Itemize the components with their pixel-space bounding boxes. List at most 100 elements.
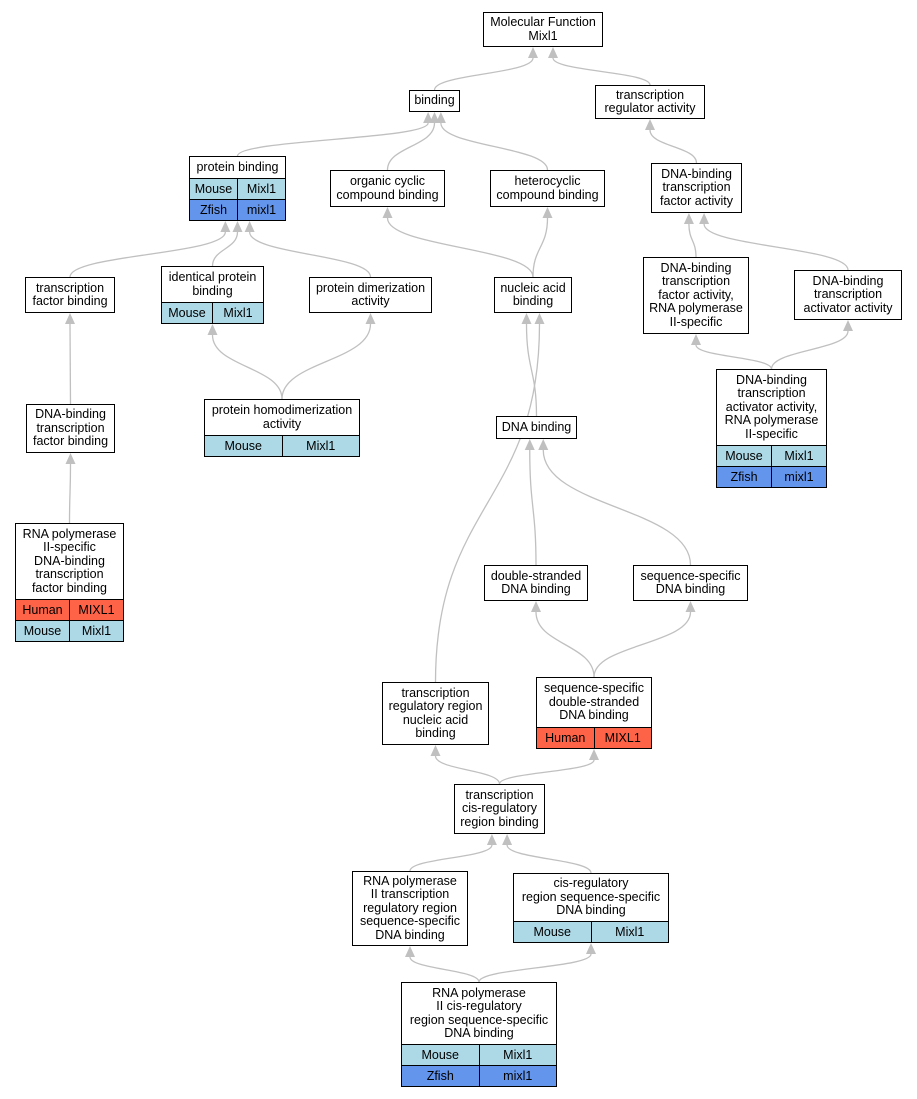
edge-pb-to-binding bbox=[236, 122, 429, 157]
arrowhead bbox=[232, 221, 243, 232]
arrowhead bbox=[502, 834, 513, 845]
gene-cell[interactable]: MIXL1 bbox=[593, 728, 652, 748]
gene-cell[interactable]: Mixl1 bbox=[478, 1045, 557, 1065]
node-dna-binding-transcription-factor-activity[interactable]: DNA-binding transcription factor activit… bbox=[651, 163, 742, 213]
node-double-stranded-dna-binding[interactable]: double-stranded DNA binding bbox=[484, 565, 588, 601]
arrowhead bbox=[405, 946, 415, 957]
arrowhead bbox=[534, 313, 545, 324]
node-label: transcription factor binding bbox=[32, 280, 108, 308]
edge-dbtfa-to-tra bbox=[649, 129, 698, 164]
node-rnap2-cis-regulatory-region-binding[interactable]: RNA polymerase II cis-regulatory region … bbox=[401, 982, 557, 1087]
gene-cell[interactable]: Mixl1 bbox=[69, 621, 123, 641]
edge-crrssdb-to-tcrrb bbox=[506, 844, 592, 874]
node-organic-cyclic-compound-binding[interactable]: organic cyclic compound binding bbox=[330, 170, 445, 207]
species-cell: Mouse bbox=[23, 624, 62, 638]
edge-occb-to-binding bbox=[386, 122, 436, 171]
node-transcription-regulator-activity[interactable]: transcription regulator activity bbox=[595, 85, 705, 119]
node-label: protein binding bbox=[196, 159, 279, 174]
node-nucleic-acid-binding[interactable]: nucleic acid binding bbox=[494, 277, 572, 313]
gene-cell[interactable]: Mixl1 bbox=[212, 303, 263, 323]
node-label: RNA polymerase II cis-regulatory region … bbox=[409, 985, 549, 1040]
gene-cell[interactable]: Mixl1 bbox=[771, 446, 826, 466]
node-label: cis-regulatory region sequence-specific … bbox=[521, 876, 661, 918]
gene-cell[interactable]: MIXL1 bbox=[69, 600, 123, 620]
node-label: DNA binding bbox=[501, 419, 572, 434]
edge-rnap-to-dbtfb bbox=[68, 463, 72, 524]
gene-cell[interactable]: Mixl1 bbox=[590, 922, 669, 942]
species-cell: Human bbox=[22, 603, 63, 617]
edge-dbtfa2-to-dbtfa bbox=[688, 223, 697, 258]
arrowhead bbox=[207, 324, 218, 335]
arrowhead bbox=[699, 213, 710, 224]
arrowhead bbox=[683, 213, 694, 224]
arrowhead bbox=[486, 834, 497, 845]
node-dna-binding-transcription-factor-binding[interactable]: DNA-binding transcription factor binding bbox=[26, 404, 115, 453]
node-heterocyclic-compound-binding[interactable]: heterocyclic compound binding bbox=[490, 170, 605, 207]
node-label: nucleic acid binding bbox=[500, 280, 566, 308]
node-transcription-regulatory-region-nucleic-acid-binding[interactable]: transcription regulatory region nucleic … bbox=[382, 682, 489, 745]
node-transcription-factor-binding[interactable]: transcription factor binding bbox=[25, 277, 115, 313]
arrowhead bbox=[548, 47, 558, 58]
node-label: sequence-specific DNA binding bbox=[640, 568, 741, 596]
node-binding[interactable]: binding bbox=[409, 90, 460, 112]
node-rnap2-specific-tf-binding[interactable]: RNA polymerase II-specific DNA-binding t… bbox=[15, 523, 124, 642]
node-sequence-specific-dna-binding[interactable]: sequence-specific DNA binding bbox=[633, 565, 748, 601]
node-cis-regulatory-region-sequence-specific-dna-binding[interactable]: cis-regulatory region sequence-specific … bbox=[513, 873, 669, 943]
gene-cell[interactable]: mixl1 bbox=[771, 467, 826, 487]
edge-rnapcr-to-rnaptr bbox=[409, 956, 480, 983]
edge-dbtaa2-to-dbtfa2 bbox=[695, 344, 773, 370]
arrowhead bbox=[220, 221, 231, 232]
gene-cell[interactable]: Mixl1 bbox=[237, 179, 285, 199]
species-cell: Human bbox=[545, 731, 586, 745]
edge-dbtaa2-to-dbtaa bbox=[770, 330, 849, 370]
species-row: Zfish mixl1 bbox=[190, 199, 285, 220]
arrowhead bbox=[589, 749, 599, 760]
node-molecular-function[interactable]: Molecular Function Mixl1 bbox=[483, 12, 603, 47]
node-label: heterocyclic compound binding bbox=[496, 174, 599, 202]
edge-ssdb-to-dnab bbox=[542, 449, 692, 566]
species-cell: Mouse bbox=[533, 925, 572, 939]
arrowhead bbox=[429, 112, 440, 123]
gene-cell[interactable]: mixl1 bbox=[478, 1066, 557, 1086]
arrowhead bbox=[430, 745, 441, 756]
node-transcription-cis-regulatory-region-binding[interactable]: transcription cis-regulatory region bind… bbox=[454, 784, 545, 834]
arrowhead bbox=[843, 320, 853, 331]
species-row: Zfish mixl1 bbox=[402, 1065, 556, 1086]
edge-phda-to-ipb bbox=[211, 334, 283, 400]
gene-cell[interactable]: mixl1 bbox=[237, 200, 285, 220]
edge-ipb-to-pb bbox=[211, 231, 239, 267]
gene-cell[interactable]: Mixl1 bbox=[281, 436, 360, 456]
arrowhead bbox=[528, 47, 538, 58]
node-dna-binding[interactable]: DNA binding bbox=[496, 416, 577, 439]
species-cell: Mouse bbox=[194, 182, 233, 196]
node-protein-dimerization-activity[interactable]: protein dimerization activity bbox=[309, 277, 432, 313]
node-dna-binding-activator-activity-rnap2[interactable]: DNA-binding transcription activator acti… bbox=[716, 369, 827, 488]
node-label: DNA-binding transcription factor binding bbox=[32, 407, 109, 449]
edge-tcrrb-to-ssdsdb bbox=[498, 759, 595, 785]
arrowhead bbox=[423, 112, 434, 123]
species-cell: Zfish bbox=[199, 203, 228, 217]
node-dna-binding-transcription-activator-activity[interactable]: DNA-binding transcription activator acti… bbox=[794, 270, 902, 320]
node-label: organic cyclic compound binding bbox=[336, 174, 439, 202]
node-label: DNA-binding transcription activator acti… bbox=[724, 372, 819, 441]
node-label: sequence-specific double-stranded DNA bi… bbox=[543, 681, 645, 723]
node-label: DNA-binding transcription factor activit… bbox=[649, 260, 743, 329]
arrowhead bbox=[691, 334, 701, 345]
arrowhead bbox=[382, 207, 393, 218]
species-cell: Zfish bbox=[730, 470, 758, 484]
node-rnap2-transcription-regulatory-region-binding[interactable]: RNA polymerase II transcription regulato… bbox=[352, 871, 468, 946]
node-label: DNA-binding transcription factor activit… bbox=[660, 166, 733, 208]
node-label: transcription regulatory region nucleic … bbox=[388, 685, 483, 740]
node-dna-binding-tf-activity-rnap2[interactable]: DNA-binding transcription factor activit… bbox=[643, 257, 749, 334]
arrowhead bbox=[244, 221, 255, 232]
arrowhead bbox=[645, 119, 655, 130]
node-sequence-specific-double-stranded-dna-binding[interactable]: sequence-specific double-stranded DNA bi… bbox=[536, 677, 652, 749]
species-cell: Zfish bbox=[426, 1069, 454, 1083]
arrowhead bbox=[531, 601, 541, 612]
